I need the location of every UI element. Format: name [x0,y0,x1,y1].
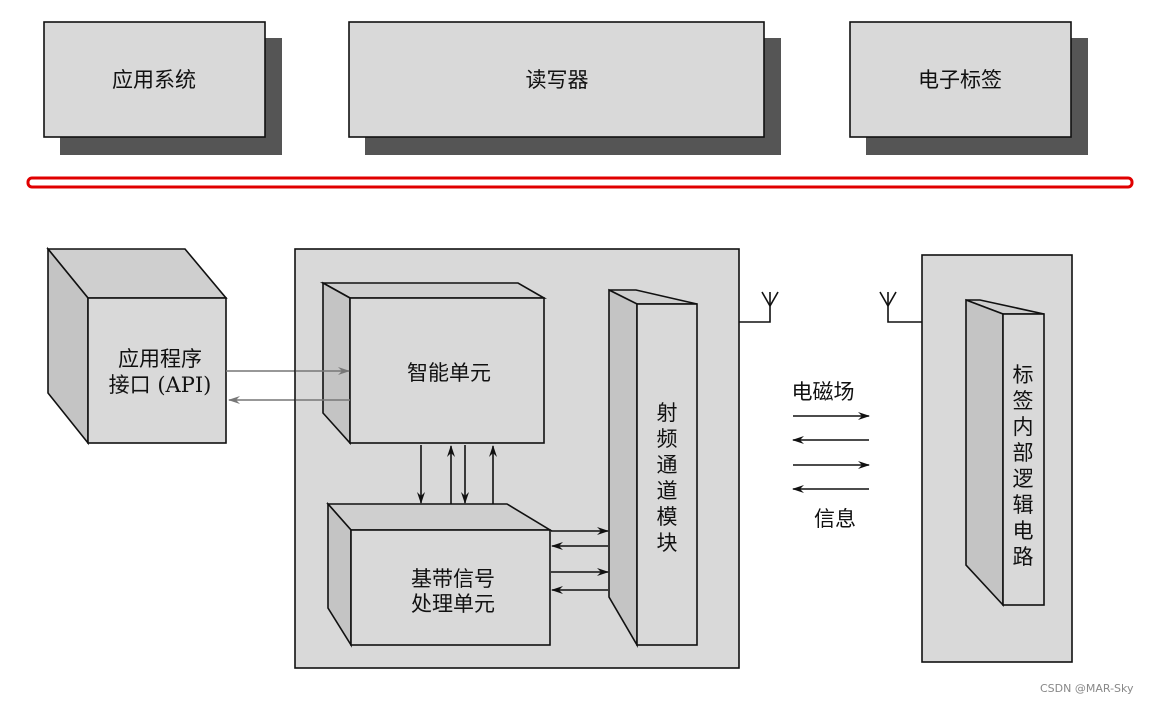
baseband-label-2: 处理单元 [411,592,495,616]
rf-module-char: 道 [657,479,678,503]
api-label-2: 接口 (API) [109,373,212,397]
tag-logic-char: 逻 [1013,467,1034,491]
tag-logic-char: 部 [1013,441,1034,465]
reader-box: 读写器 [348,21,781,155]
highlight-line [26,176,1134,189]
tag-box: 电子标签 [849,21,1088,155]
smart-unit-box: 智能单元 [319,281,547,446]
rf-module-char: 块 [657,531,678,555]
api-box: 应用程序 接口 (API) [46,246,228,446]
tag-label: 电子标签 [918,68,1002,92]
api-label-1: 应用程序 [118,347,202,371]
smart-unit-label: 智能单元 [407,361,491,385]
rf-module-char: 通 [657,453,678,477]
app-system-label: 应用系统 [112,68,196,92]
tag-logic-char: 内 [1013,415,1034,439]
watermark: CSDN @MAR-Sky [1040,682,1134,695]
rf-module-char: 射 [657,401,678,425]
tag-logic-char: 标 [1013,363,1034,387]
info-label: 信息 [814,507,856,531]
field-label: 电磁场 [792,380,855,404]
tag-logic-char: 签 [1013,389,1034,413]
reader-antenna-icon [739,291,779,323]
baseband-label-1: 基带信号 [411,567,495,591]
app-system-box: 应用系统 [43,21,282,155]
tag-logic-char: 电 [1013,519,1034,543]
baseband-unit-box: 基带信号 处理单元 [326,501,553,648]
reader-label: 读写器 [526,68,589,92]
baseband-rf-arrows [551,527,609,594]
tag-logic-char: 辑 [1013,493,1034,517]
smart-baseband-arrows [417,445,497,504]
air-interface-arrows [792,412,870,493]
tag-logic-char: 路 [1013,545,1034,569]
rf-module-char: 模 [657,505,678,529]
tag-antenna-icon [879,291,922,323]
rf-module-char: 频 [657,427,678,451]
